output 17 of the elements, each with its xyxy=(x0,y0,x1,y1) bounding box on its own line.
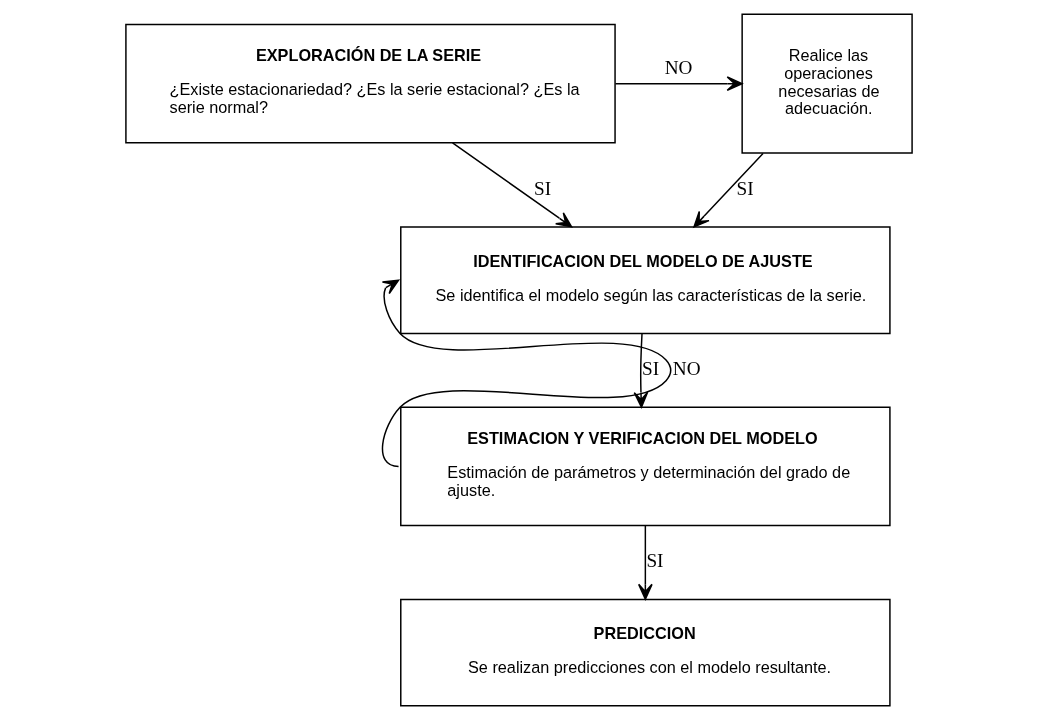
edge-label: SI xyxy=(534,178,552,200)
node-box: PREDICCION Se realizan predicciones con el modelo resultante. xyxy=(400,598,891,707)
node-box: Realice las operaciones necesarias de adecuación. xyxy=(741,13,913,154)
arrow xyxy=(633,332,649,408)
arrow xyxy=(693,152,764,228)
edge-label: SI xyxy=(646,550,664,572)
arrow xyxy=(381,279,672,468)
node-box: ESTIMACION Y VERIFICACION DEL MODELO Estimación de parámetros y determinación del grado de ajuste. xyxy=(400,406,891,527)
edge-label: NO xyxy=(664,56,693,78)
edge-label: NO xyxy=(672,358,701,380)
arrow xyxy=(614,76,743,92)
edge-label: SI xyxy=(641,358,660,380)
arrow xyxy=(451,142,573,228)
node-box: IDENTIFICACION DEL MODELO DE AJUSTE Se identifica el modelo según las características de la serie. xyxy=(400,226,891,335)
node-box: EXPLORACIÓN DE LA SERIE ¿Existe estacionariedad? ¿Es la serie estacional? ¿Es la serie normal? xyxy=(125,23,616,144)
arrow xyxy=(637,525,653,600)
edge-label: SI xyxy=(736,178,754,200)
